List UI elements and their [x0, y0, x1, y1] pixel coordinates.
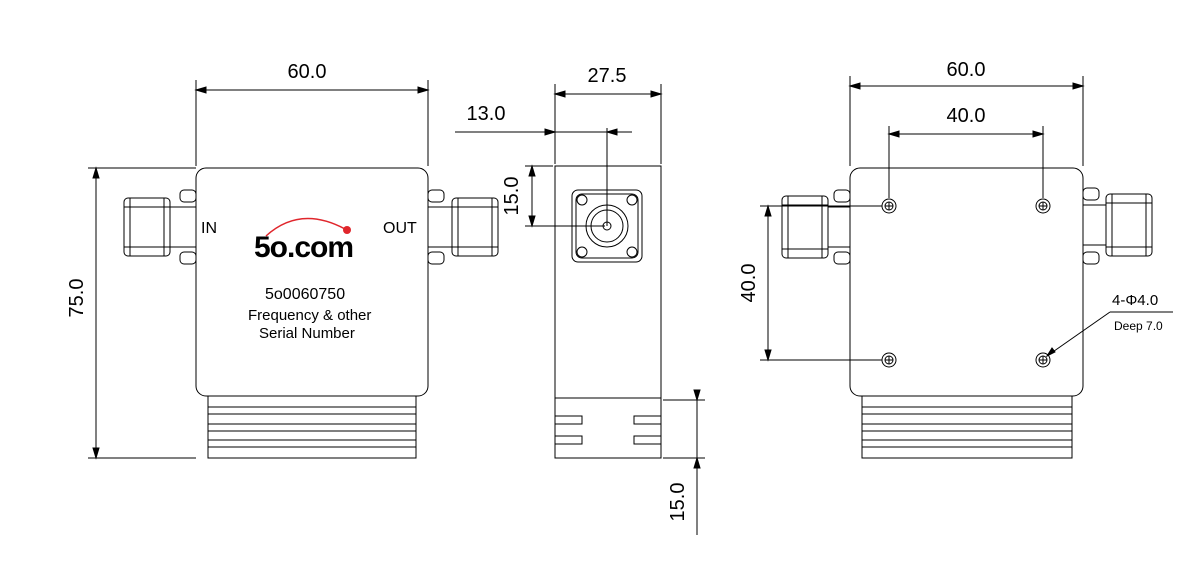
back-view: [760, 76, 1173, 459]
back-hole-spacing-x-value: 40.0: [947, 105, 986, 127]
mounting-holes: [881, 198, 1051, 368]
front-body: [195, 167, 429, 397]
side-connector-height-dimension: [525, 164, 605, 228]
back-heatsink: [861, 395, 1073, 459]
front-view: [88, 80, 499, 460]
side-body: [554, 165, 662, 399]
brand-logo-swoosh: [265, 217, 346, 237]
brand-logo-dot: [343, 226, 351, 234]
side-offset-value: 13.0: [467, 103, 506, 125]
note-line-2: Serial Number: [259, 325, 355, 342]
side-connector-height-value: 15.0: [501, 177, 523, 216]
hole-depth-label: Deep 7.0: [1114, 319, 1163, 333]
back-width-dimension: [848, 76, 1085, 166]
hole-spec-label: 4-Φ4.0: [1112, 292, 1158, 309]
brand-logo: 5o.com: [254, 231, 353, 264]
mounting-hole: [881, 198, 897, 214]
front-height-value: 75.0: [66, 279, 88, 318]
back-hole-spacing-y-value: 40.0: [738, 264, 760, 303]
front-height-dimension: [88, 166, 196, 460]
side-width-value: 27.5: [588, 65, 627, 87]
front-width-value: 60.0: [288, 61, 327, 83]
port-out-label: OUT: [383, 220, 417, 237]
side-view: [455, 84, 705, 535]
back-right-connector: [1082, 187, 1153, 265]
front-width-dimension: [194, 80, 430, 166]
side-heatsink-height-dimension: [663, 389, 705, 535]
note-line-1: Frequency & other: [248, 307, 371, 324]
back-hole-spacing-x-dimension: [887, 126, 1045, 198]
side-width-dimension: [553, 84, 663, 164]
front-in-connector: [123, 189, 197, 265]
mounting-hole: [1035, 198, 1051, 214]
port-in-label: IN: [201, 220, 217, 237]
back-left-connector: [781, 189, 851, 265]
front-heatsink: [207, 395, 417, 459]
hole-callout-leader: [1045, 311, 1173, 358]
mounting-hole: [881, 352, 897, 368]
back-width-value: 60.0: [947, 59, 986, 81]
side-heatsink-height-value: 15.0: [667, 483, 689, 522]
side-offset-dimension: [455, 128, 632, 226]
front-out-connector: [427, 189, 499, 265]
part-number: 5o0060750: [265, 286, 345, 303]
back-hole-spacing-y-dimension: [760, 204, 882, 362]
side-heatsink: [554, 398, 662, 459]
mounting-hole: [1035, 352, 1051, 368]
